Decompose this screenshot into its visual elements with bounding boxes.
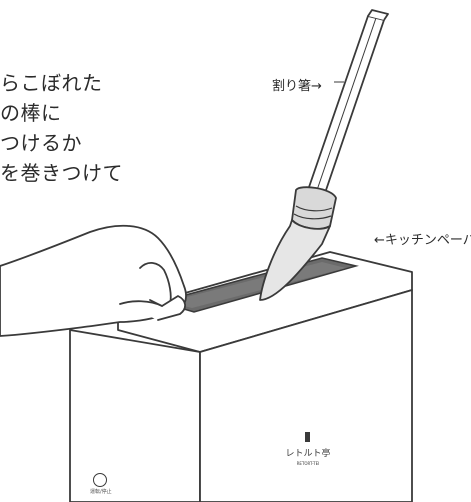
logo-mark-icon — [305, 432, 310, 442]
caption-line: つけるか — [0, 131, 82, 155]
power-button[interactable] — [93, 473, 107, 487]
device-body — [69, 251, 413, 502]
kitchen-paper — [259, 186, 337, 301]
instruction-caption: らこぼれた の棒に つけるか を巻きつけて — [0, 68, 200, 188]
retort-tei-logo: レトルト亭 RETORT-TEI — [285, 432, 331, 472]
hand — [0, 224, 187, 337]
brand-name: レトルト亭 — [286, 447, 330, 459]
caption-line: らこぼれた — [0, 71, 103, 95]
power-button-label: 運転/停止 — [90, 489, 112, 495]
brand-romaji: RETORT-TEI — [297, 461, 320, 466]
caption-line: の棒に — [0, 101, 62, 125]
kitchen-paper-label: ←キッチンペーパー — [374, 233, 471, 248]
chopstick — [307, 9, 389, 197]
chopsticks-label: 割り箸→ — [272, 79, 322, 94]
caption-line: を巻きつけて — [0, 161, 123, 185]
